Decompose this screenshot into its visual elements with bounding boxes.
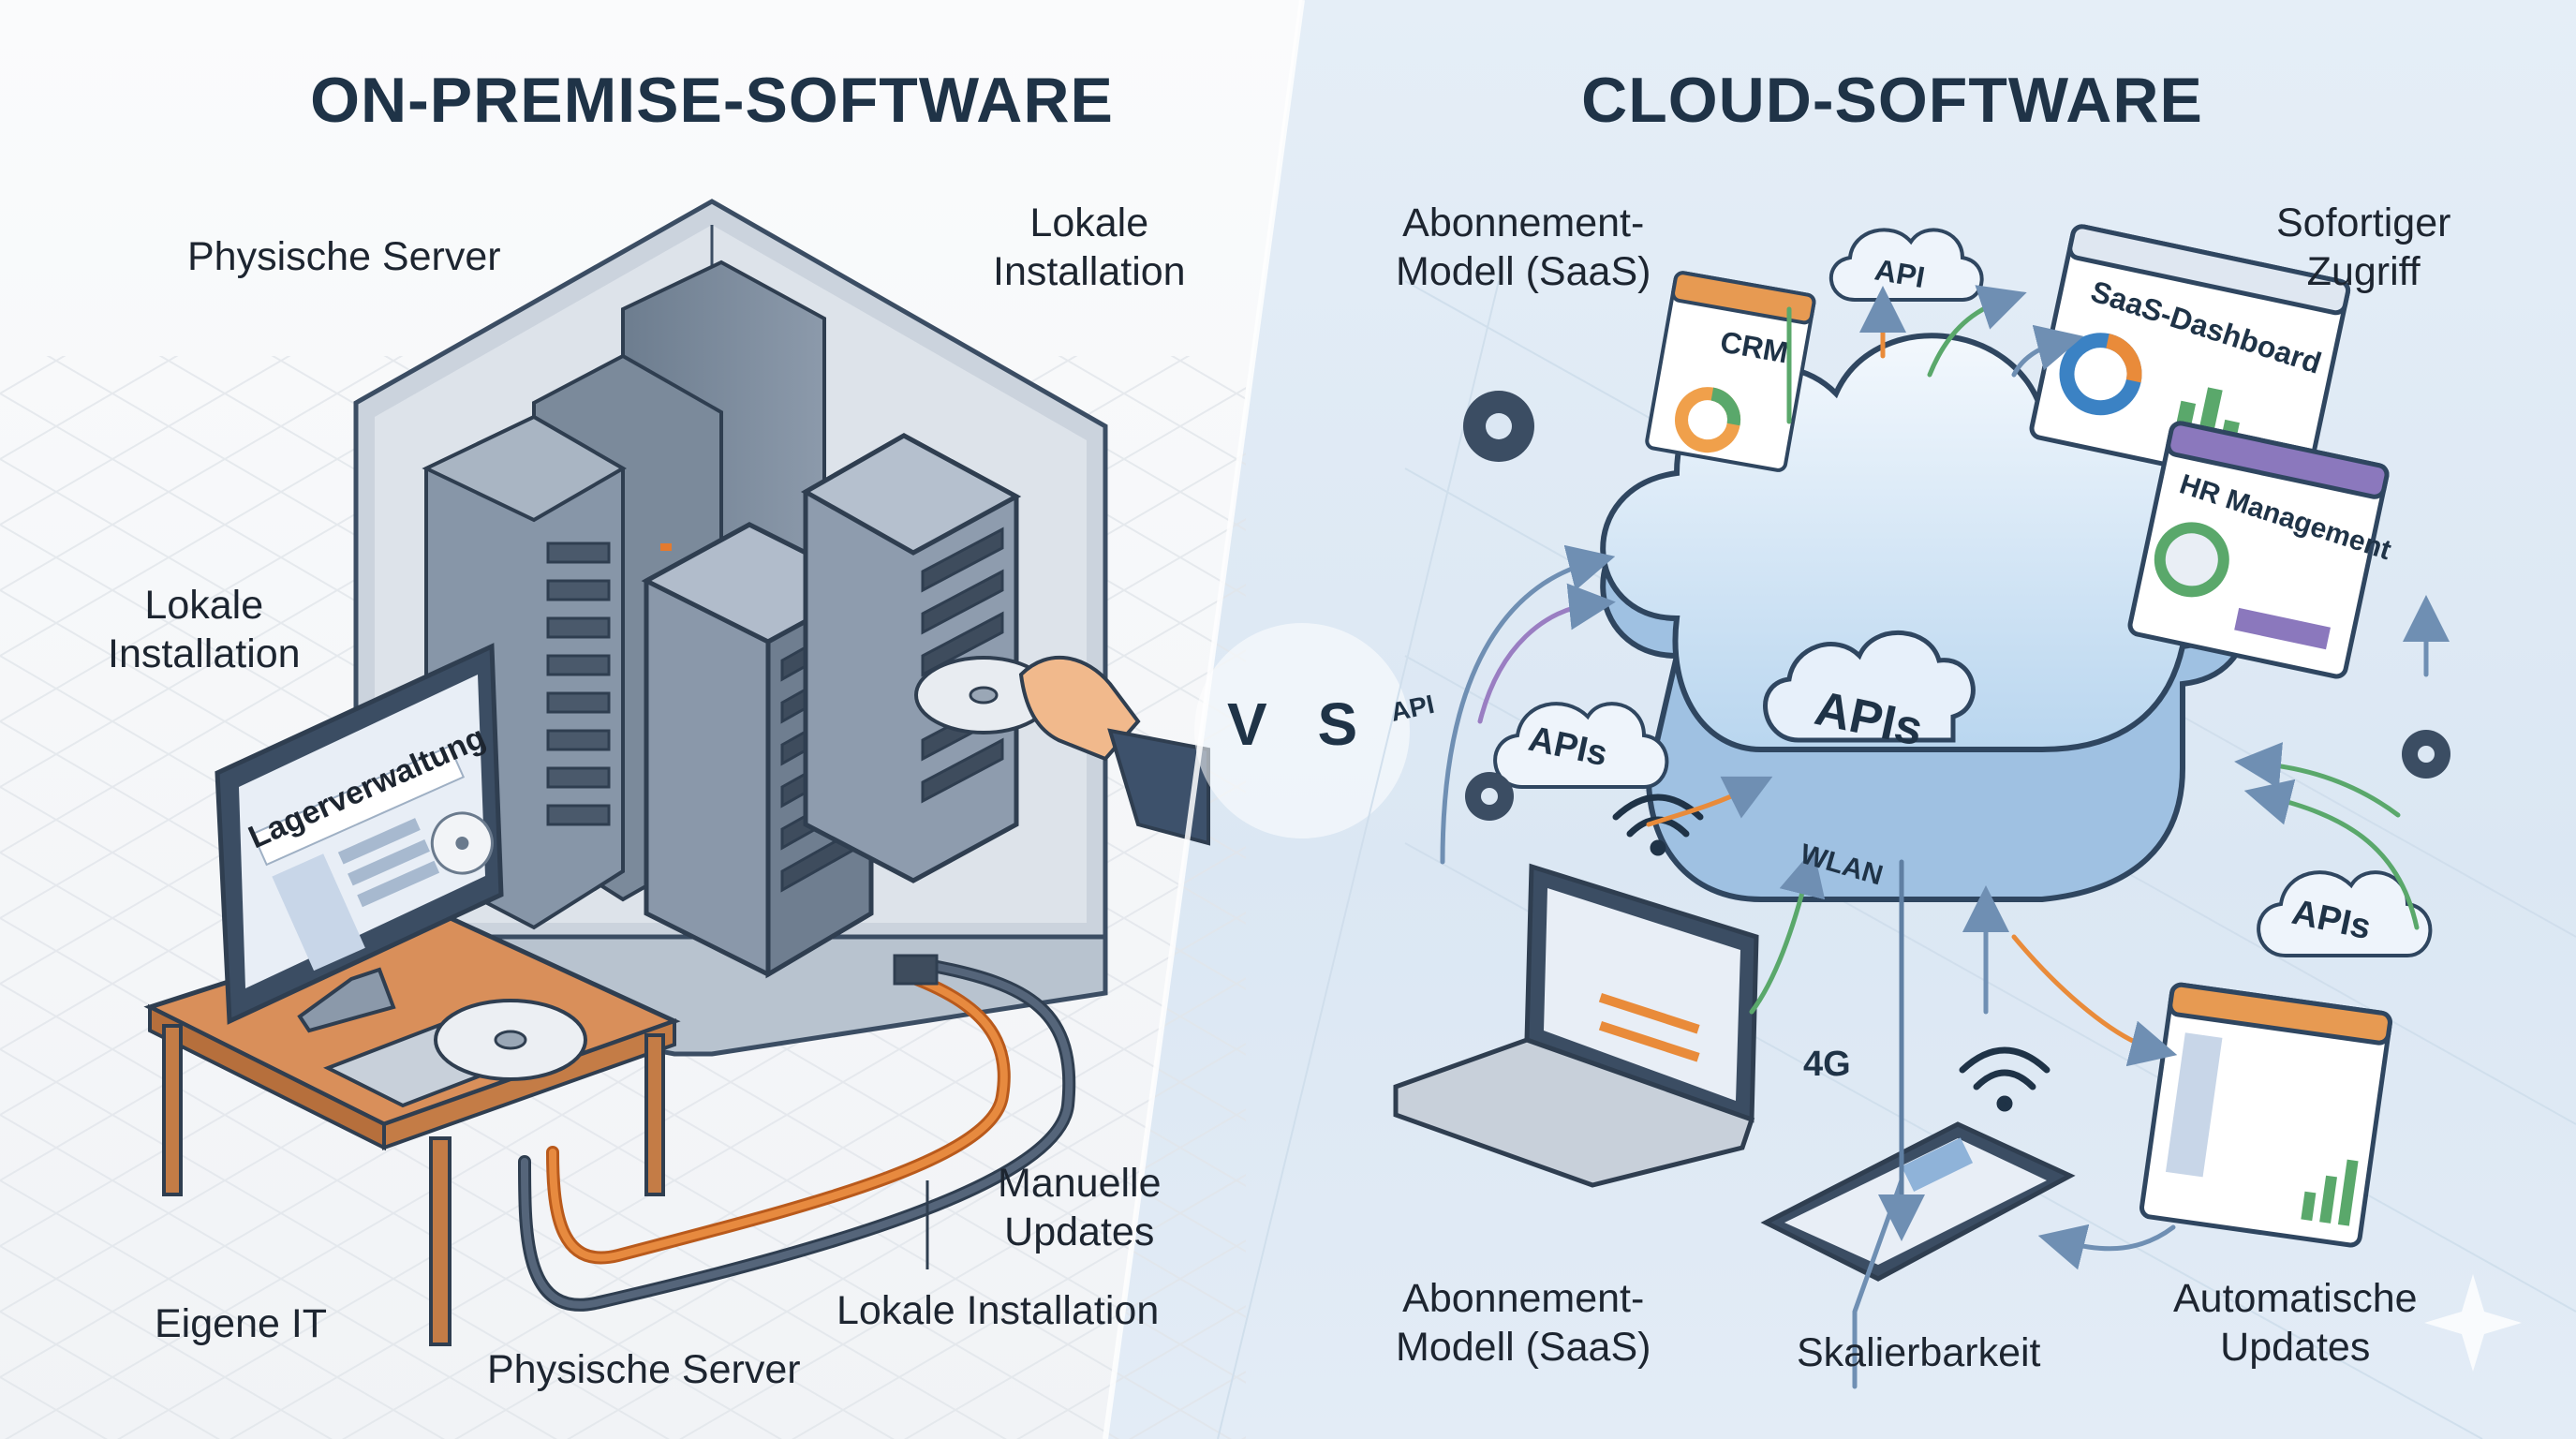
flow-arrows [1440, 285, 2450, 1389]
laptop [1393, 863, 1759, 1188]
label-manual-updates: Manuelle Updates [998, 1161, 1162, 1254]
label-physical-servers-bottom: Physische Server [487, 1347, 801, 1392]
sparkle-icon [2424, 1274, 2522, 1372]
label-auto-updates: Automatische Updates [2173, 1276, 2418, 1370]
saas-dashboard-window [2029, 224, 2351, 495]
small-cloud-top [1828, 228, 1984, 302]
label-scalability: Skalierbarkeit [1797, 1330, 2041, 1375]
tablet [1760, 1121, 2076, 1282]
vs-glow [1194, 623, 1410, 838]
keyboard [323, 999, 587, 1108]
small-cloud-right [2257, 870, 2433, 957]
label-local-install-top: Lokale Installation [993, 200, 1186, 294]
hand-inserting-cd [914, 655, 1210, 846]
updates-window [2139, 982, 2392, 1248]
4g-label: 4G [1803, 1045, 1851, 1084]
gear-icon [1463, 391, 2450, 821]
network-cables [518, 954, 1076, 1312]
crm-window [1645, 271, 1816, 472]
label-local-install-side: Lokale Installation [108, 583, 301, 676]
vs-label: V S [1227, 690, 1375, 758]
on-premise-title: ON-PREMISE-SOFTWARE [310, 65, 1114, 136]
label-subscription-bottom: Abonnement- Modell (SaaS) [1396, 1276, 1651, 1370]
hr-window [2127, 421, 2390, 679]
small-cloud-left [1493, 702, 1669, 789]
desktop-monitor [215, 643, 504, 1033]
label-own-it: Eigene IT [155, 1301, 328, 1346]
label-local-install-bottom: Lokale Installation [836, 1288, 1160, 1333]
cloud-title: CLOUD-SOFTWARE [1581, 65, 2203, 136]
label-subscription-top: Abonnement- Modell (SaaS) [1396, 200, 1651, 294]
label-instant-access: Sofortiger Zugriff [2276, 200, 2451, 294]
label-physical-servers-top: Physische Server [187, 234, 501, 279]
